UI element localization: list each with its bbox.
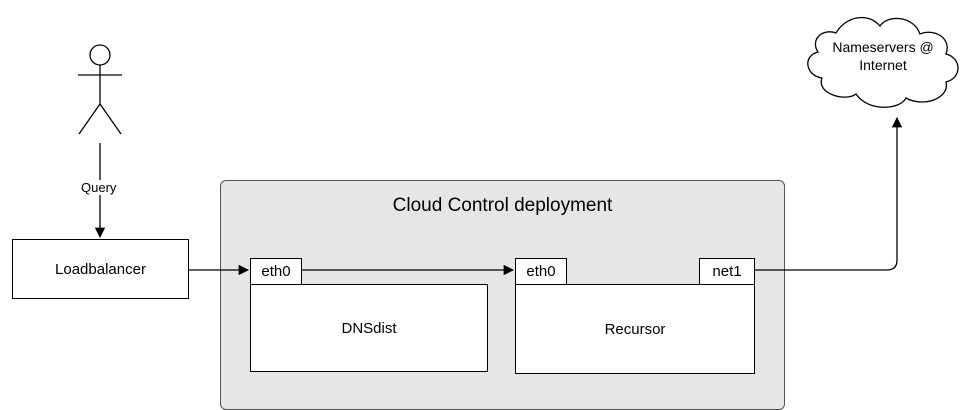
recursor-box[interactable]: Recursor [515,284,755,374]
recursor-label: Recursor [604,320,666,338]
stick-figure-icon [78,44,122,135]
recursor-port-out-label: net1 [712,263,742,280]
recursor-port-net1[interactable]: net1 [699,258,755,285]
diagram-canvas [78,16,959,276]
internet-label-line1: Nameservers @ [832,39,934,55]
dnsdist-port-eth0[interactable]: eth0 [250,258,302,285]
dnsdist-port-label: eth0 [261,263,291,280]
loadbalancer-box[interactable]: Loadbalancer [12,239,189,299]
dnsdist-box[interactable]: DNSdist [250,284,488,372]
recursor-to-internet-edge [755,116,903,271]
recursor-port-eth0[interactable]: eth0 [515,258,567,285]
recursor-port-in-label: eth0 [526,263,556,280]
internet-label: Nameservers @ Internet [808,38,958,74]
dnsdist-label: DNSdist [341,319,397,337]
query-label: Query [79,180,119,195]
internet-label-line2: Internet [859,57,907,73]
loadbalancer-label: Loadbalancer [55,260,146,278]
cloud-icon [807,16,959,108]
deployment-title: Cloud Control deployment [392,195,613,216]
